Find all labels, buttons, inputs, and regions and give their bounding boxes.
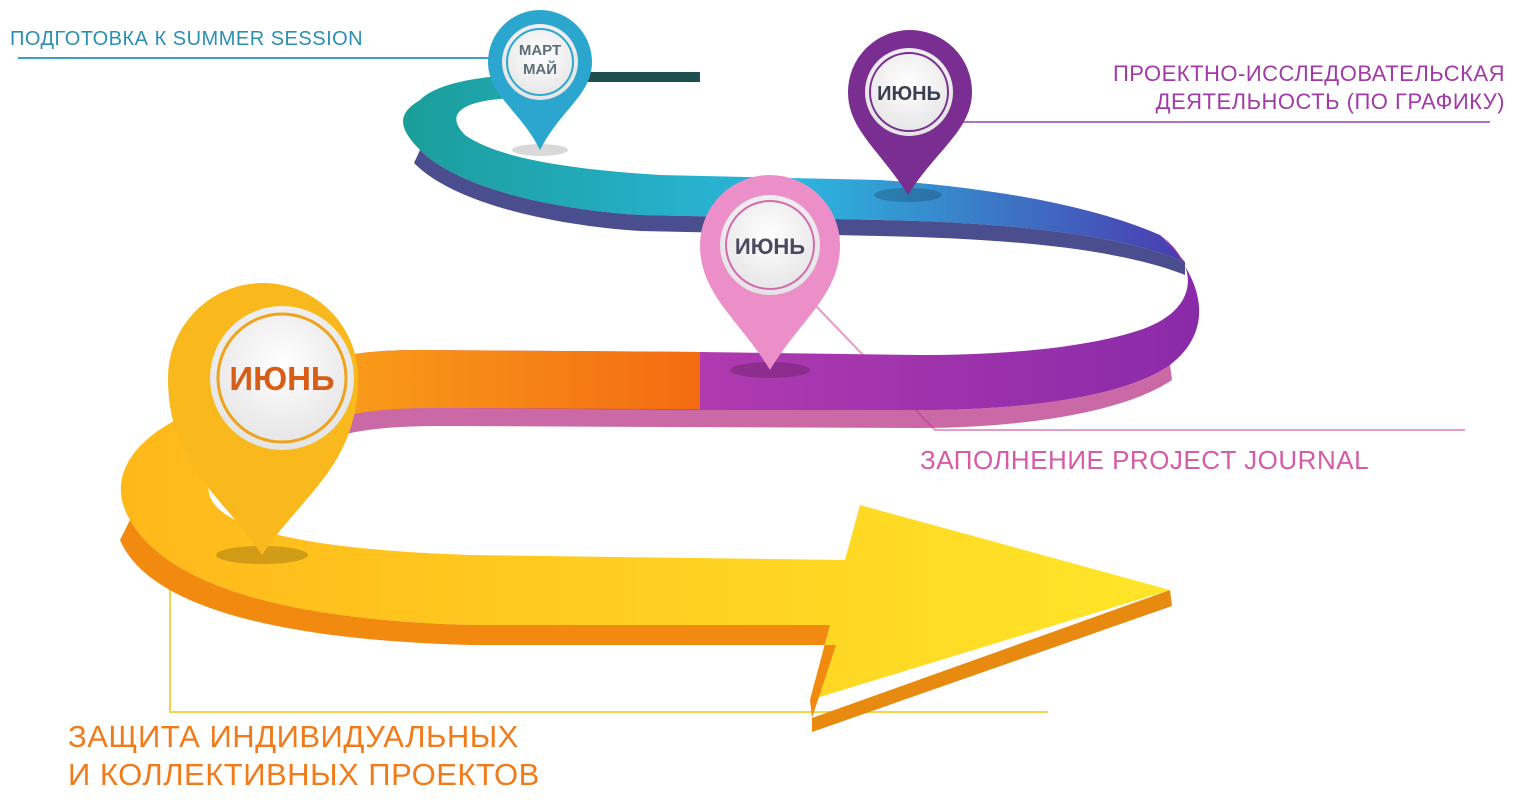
pin-mart-may — [488, 10, 592, 156]
pin-3-date: ИЮНЬ — [735, 234, 805, 259]
pin-1-date-line2: МАЙ — [523, 60, 557, 78]
milestone-3-label: ЗАПОЛНЕНИЕ PROJECT JOURNAL — [920, 445, 1370, 475]
pin-2-date: ИЮНЬ — [877, 83, 941, 105]
road-arrow — [120, 380, 1172, 732]
pin-june-pink — [700, 175, 840, 378]
road-upper-band — [403, 75, 1185, 275]
leader-line-3 — [814, 304, 1465, 431]
milestone-4-label-line2: И КОЛЛЕКТИВНЫХ ПРОЕКТОВ — [68, 757, 540, 792]
pin-1-date-line1: МАРТ — [519, 42, 561, 59]
milestone-4-label-line1: ЗАЩИТА ИНДИВИДУАЛЬНЫХ — [68, 719, 519, 754]
road-middle-band — [300, 235, 1200, 455]
pin-4-date: ИЮНЬ — [229, 360, 334, 397]
pin-june-yellow — [168, 283, 358, 564]
pin-june-purple — [848, 30, 972, 202]
milestone-2-label-line2: ДЕЯТЕЛЬНОСТЬ (ПО ГРАФИКУ) — [1155, 89, 1505, 114]
milestone-2-label: ПРОЕКТНО-ИССЛЕДОВАТЕЛЬСКАЯ ДЕЯТЕЛЬНОСТЬ … — [990, 60, 1505, 116]
milestone-4-label: ЗАЩИТА ИНДИВИДУАЛЬНЫХ И КОЛЛЕКТИВНЫХ ПРО… — [68, 718, 540, 794]
milestone-1-label: ПОДГОТОВКА К SUMMER SESSION — [10, 28, 364, 50]
milestone-2-label-line1: ПРОЕКТНО-ИССЛЕДОВАТЕЛЬСКАЯ — [1112, 61, 1505, 86]
